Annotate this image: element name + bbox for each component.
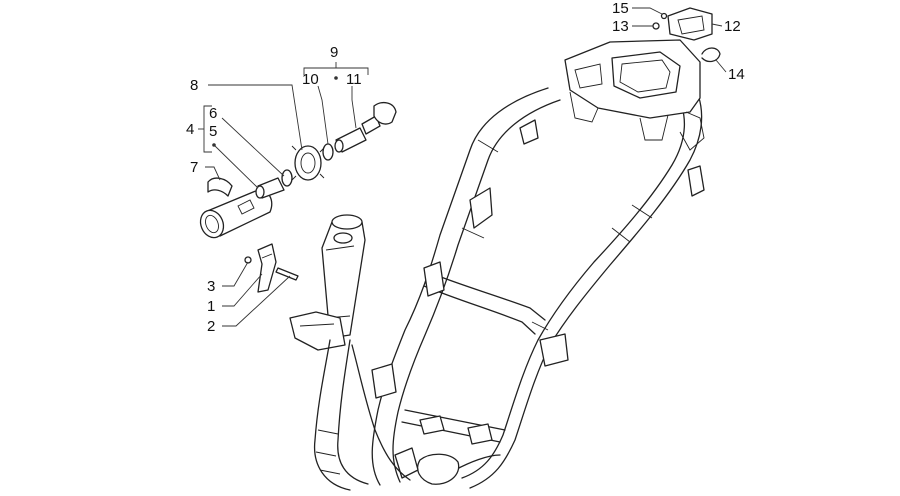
callout-14: 14 (728, 66, 745, 83)
part-13-washer (652, 22, 660, 30)
callout-5: 5 (209, 123, 217, 140)
part-6-washer (281, 169, 293, 187)
callout-10: 10 (302, 71, 319, 88)
callout-6: 6 (209, 105, 217, 122)
callout-8: 8 (190, 77, 198, 94)
callout-2: 2 (207, 318, 215, 335)
part-3-nut (244, 256, 252, 264)
part-14-spring-clip (701, 47, 721, 63)
callout-13: 13 (612, 18, 629, 35)
callout-labels: 1 2 3 4 5 6 7 8 9 10 11 12 13 14 15 (186, 0, 745, 335)
callout-12: 12 (724, 18, 741, 35)
callout-4: 4 (186, 121, 194, 138)
leader-lines (198, 7, 727, 327)
part-15-screw (660, 12, 668, 20)
callout-3: 3 (207, 278, 215, 295)
callout-15: 15 (612, 0, 629, 17)
part-11-ignition-switch (334, 101, 397, 153)
callout-11: 11 (346, 71, 362, 88)
part-8-lock-ring (291, 145, 325, 181)
callout-1: 1 (207, 298, 215, 315)
seat-lock-assembly (652, 7, 721, 63)
part-2-bolt (275, 267, 299, 281)
scooter-frame (289, 39, 705, 491)
callout-7: 7 (190, 159, 198, 176)
callout-9: 9 (330, 44, 338, 61)
part-7-key-cover (207, 177, 233, 197)
part-1-lock-bracket (257, 243, 277, 293)
part-10-o-ring (322, 143, 334, 161)
part-5-lock-cylinder (255, 177, 285, 199)
steering-lock-assembly (199, 101, 397, 293)
part-12-seat-lock (667, 7, 713, 41)
